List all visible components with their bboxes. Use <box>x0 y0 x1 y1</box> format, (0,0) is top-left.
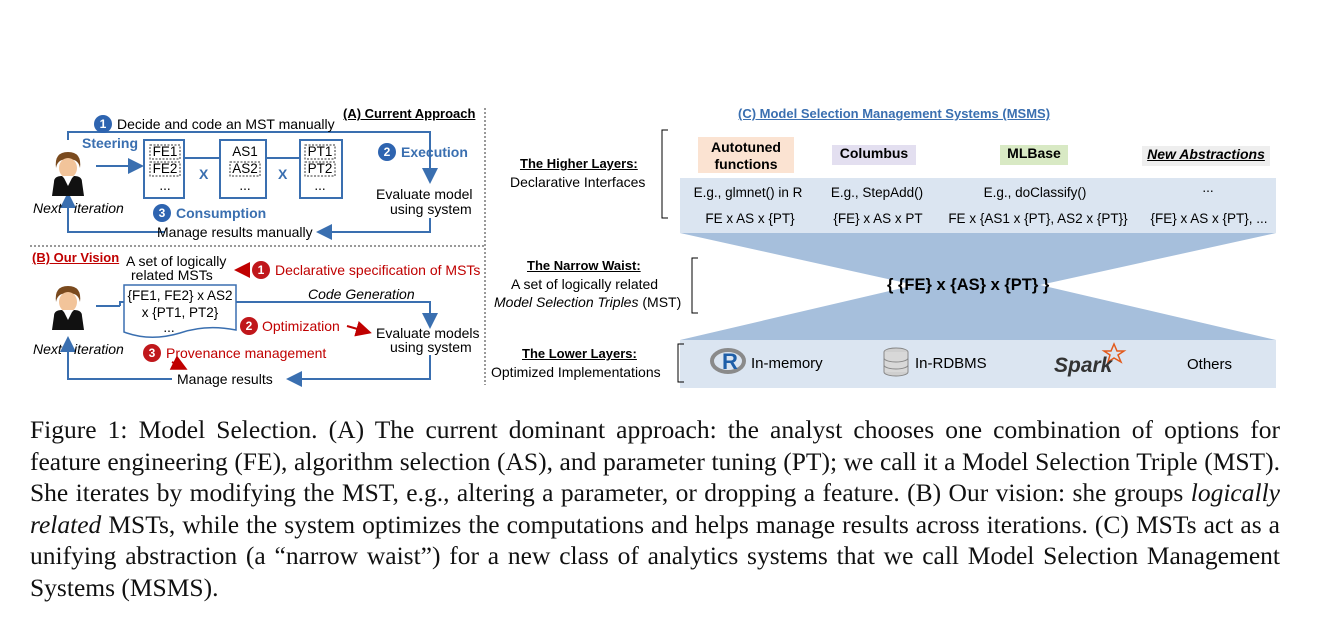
steering-label: Steering <box>82 135 139 151</box>
interface-chip-columbus: Columbus <box>832 145 916 165</box>
pt-box-item-2: PT2 <box>307 161 333 176</box>
vision-badge-2: 2 <box>240 317 258 335</box>
doc-line-1: {FE1, FE2} x AS2 <box>127 288 233 303</box>
fe-box-item-3: ... <box>159 178 171 193</box>
panel-a-diagram <box>60 131 438 240</box>
step-badge-2: 2 <box>378 143 396 161</box>
higher-layers-title: The Higher Layers: <box>520 156 638 171</box>
r-logo-icon <box>710 348 746 374</box>
interface-chip-new-abstractions: New Abstractions <box>1142 146 1270 166</box>
fe-box-item-1: FE1 <box>152 144 178 159</box>
form-columbus: {FE} x AS x PT <box>833 211 923 226</box>
step-badge-1: 1 <box>94 115 112 133</box>
caption-part2: MSTs, while the system optimizes the com… <box>30 509 1280 602</box>
higher-layers-sub: Declarative Interfaces <box>510 174 646 190</box>
pt-box-item-1: PT1 <box>307 144 333 159</box>
times-symbol-1: X <box>199 166 209 182</box>
set-label-line2: related MSTs <box>131 267 213 283</box>
backend-in-memory: In-memory <box>751 355 823 372</box>
example-autotuned: E.g., glmnet() in R <box>693 185 803 200</box>
as-box-item-3: ... <box>239 178 251 193</box>
vision-badge-1: 1 <box>252 261 270 279</box>
set-label-line1: A set of logically <box>126 253 227 269</box>
next-label-a: Next <box>33 200 62 216</box>
as-box-item-2: AS2 <box>232 161 258 176</box>
fe-box-item-2: FE2 <box>152 161 178 176</box>
user-analyst-icon-b <box>52 286 84 330</box>
provenance-label: Provenance management <box>166 345 327 361</box>
manage-results-manually: Manage results manually <box>157 224 313 240</box>
example-new: ... <box>1202 180 1214 195</box>
evaluate-model-line2: using system <box>390 201 472 217</box>
step1-text: Decide and code an MST manually <box>117 116 335 132</box>
vision-badge-3: 3 <box>143 344 161 362</box>
figure-lines <box>30 108 1276 388</box>
backend-in-rdbms: In-RDBMS <box>915 355 987 372</box>
evaluate-model-line1: Evaluate model <box>376 186 473 202</box>
backend-others: Others <box>1187 356 1233 373</box>
example-columbus: E.g., StepAdd() <box>830 185 924 200</box>
evaluate-models-line2: using system <box>390 339 472 355</box>
optimization-label: Optimization <box>262 318 340 334</box>
narrow-waist-sub2-rest: (MST) <box>638 294 682 310</box>
figure: (A) Current Approach 1 Decide and code a… <box>30 106 1276 388</box>
iteration-label-a: iteration <box>74 200 124 216</box>
waist-formula: { {FE} x {AS} x {PT} } <box>887 276 1050 294</box>
execution-label: Execution <box>401 144 468 160</box>
next-label-b: Next <box>33 341 62 357</box>
narrow-waist-sub2: Model Selection Triples (MST) <box>494 294 681 310</box>
iteration-label-b: iteration <box>74 341 124 357</box>
panel-c-band <box>680 178 1276 388</box>
form-new: {FE} x AS x {PT}, ... <box>1150 211 1268 226</box>
step-badge-3: 3 <box>153 204 171 222</box>
lower-layers-title: The Lower Layers: <box>522 346 637 361</box>
times-symbol-2: X <box>278 166 288 182</box>
consumption-label: Consumption <box>176 205 267 221</box>
mst-document <box>123 284 237 338</box>
narrow-waist-title: The Narrow Waist: <box>527 258 641 273</box>
pt-box-item-3: ... <box>314 178 326 193</box>
manage-results-label: Manage results <box>177 371 273 387</box>
caption-emphasis: logically related <box>30 478 1280 539</box>
spark-star-icon <box>1101 342 1127 364</box>
lower-layers-sub: Optimized Implementations <box>491 364 661 380</box>
example-mlbase: E.g., doClassify() <box>983 185 1087 200</box>
narrow-waist-sub2-italic: Model Selection Triples <box>494 294 639 310</box>
narrow-waist-sub1: A set of logically related <box>511 276 659 292</box>
user-analyst-icon-a <box>52 152 84 196</box>
panel-a-title: (A) Current Approach <box>343 106 476 121</box>
doc-line-2: x {PT1, PT2} <box>141 305 219 320</box>
backend-spark: Spark <box>1054 354 1113 377</box>
as-box-item-1: AS1 <box>232 144 258 159</box>
declarative-spec-label: Declarative specification of MSTs <box>275 262 481 278</box>
form-mlbase: FE x {AS1 x {PT}, AS2 x {PT}} <box>948 211 1128 226</box>
figure-caption: Figure 1: Model Selection. (A) The curre… <box>30 414 1280 603</box>
doc-line-3: ... <box>163 320 175 335</box>
r-logo-letter: R <box>722 349 738 374</box>
panel-b-diagram <box>60 301 438 387</box>
evaluate-models-line1: Evaluate models <box>376 325 480 341</box>
database-icon <box>883 347 909 377</box>
caption-part1: Figure 1: Model Selection. (A) The curre… <box>30 415 1280 507</box>
panel-b-title: (B) Our Vision <box>32 250 120 265</box>
interface-chip-mlbase: MLBase <box>1000 145 1068 165</box>
code-generation-label: Code Generation <box>308 286 415 302</box>
panel-c-title: (C) Model Selection Management Systems (… <box>738 106 1051 121</box>
interface-chip-autotuned: Autotuned functions <box>698 137 794 173</box>
form-autotuned: FE x AS x {PT} <box>705 211 795 226</box>
